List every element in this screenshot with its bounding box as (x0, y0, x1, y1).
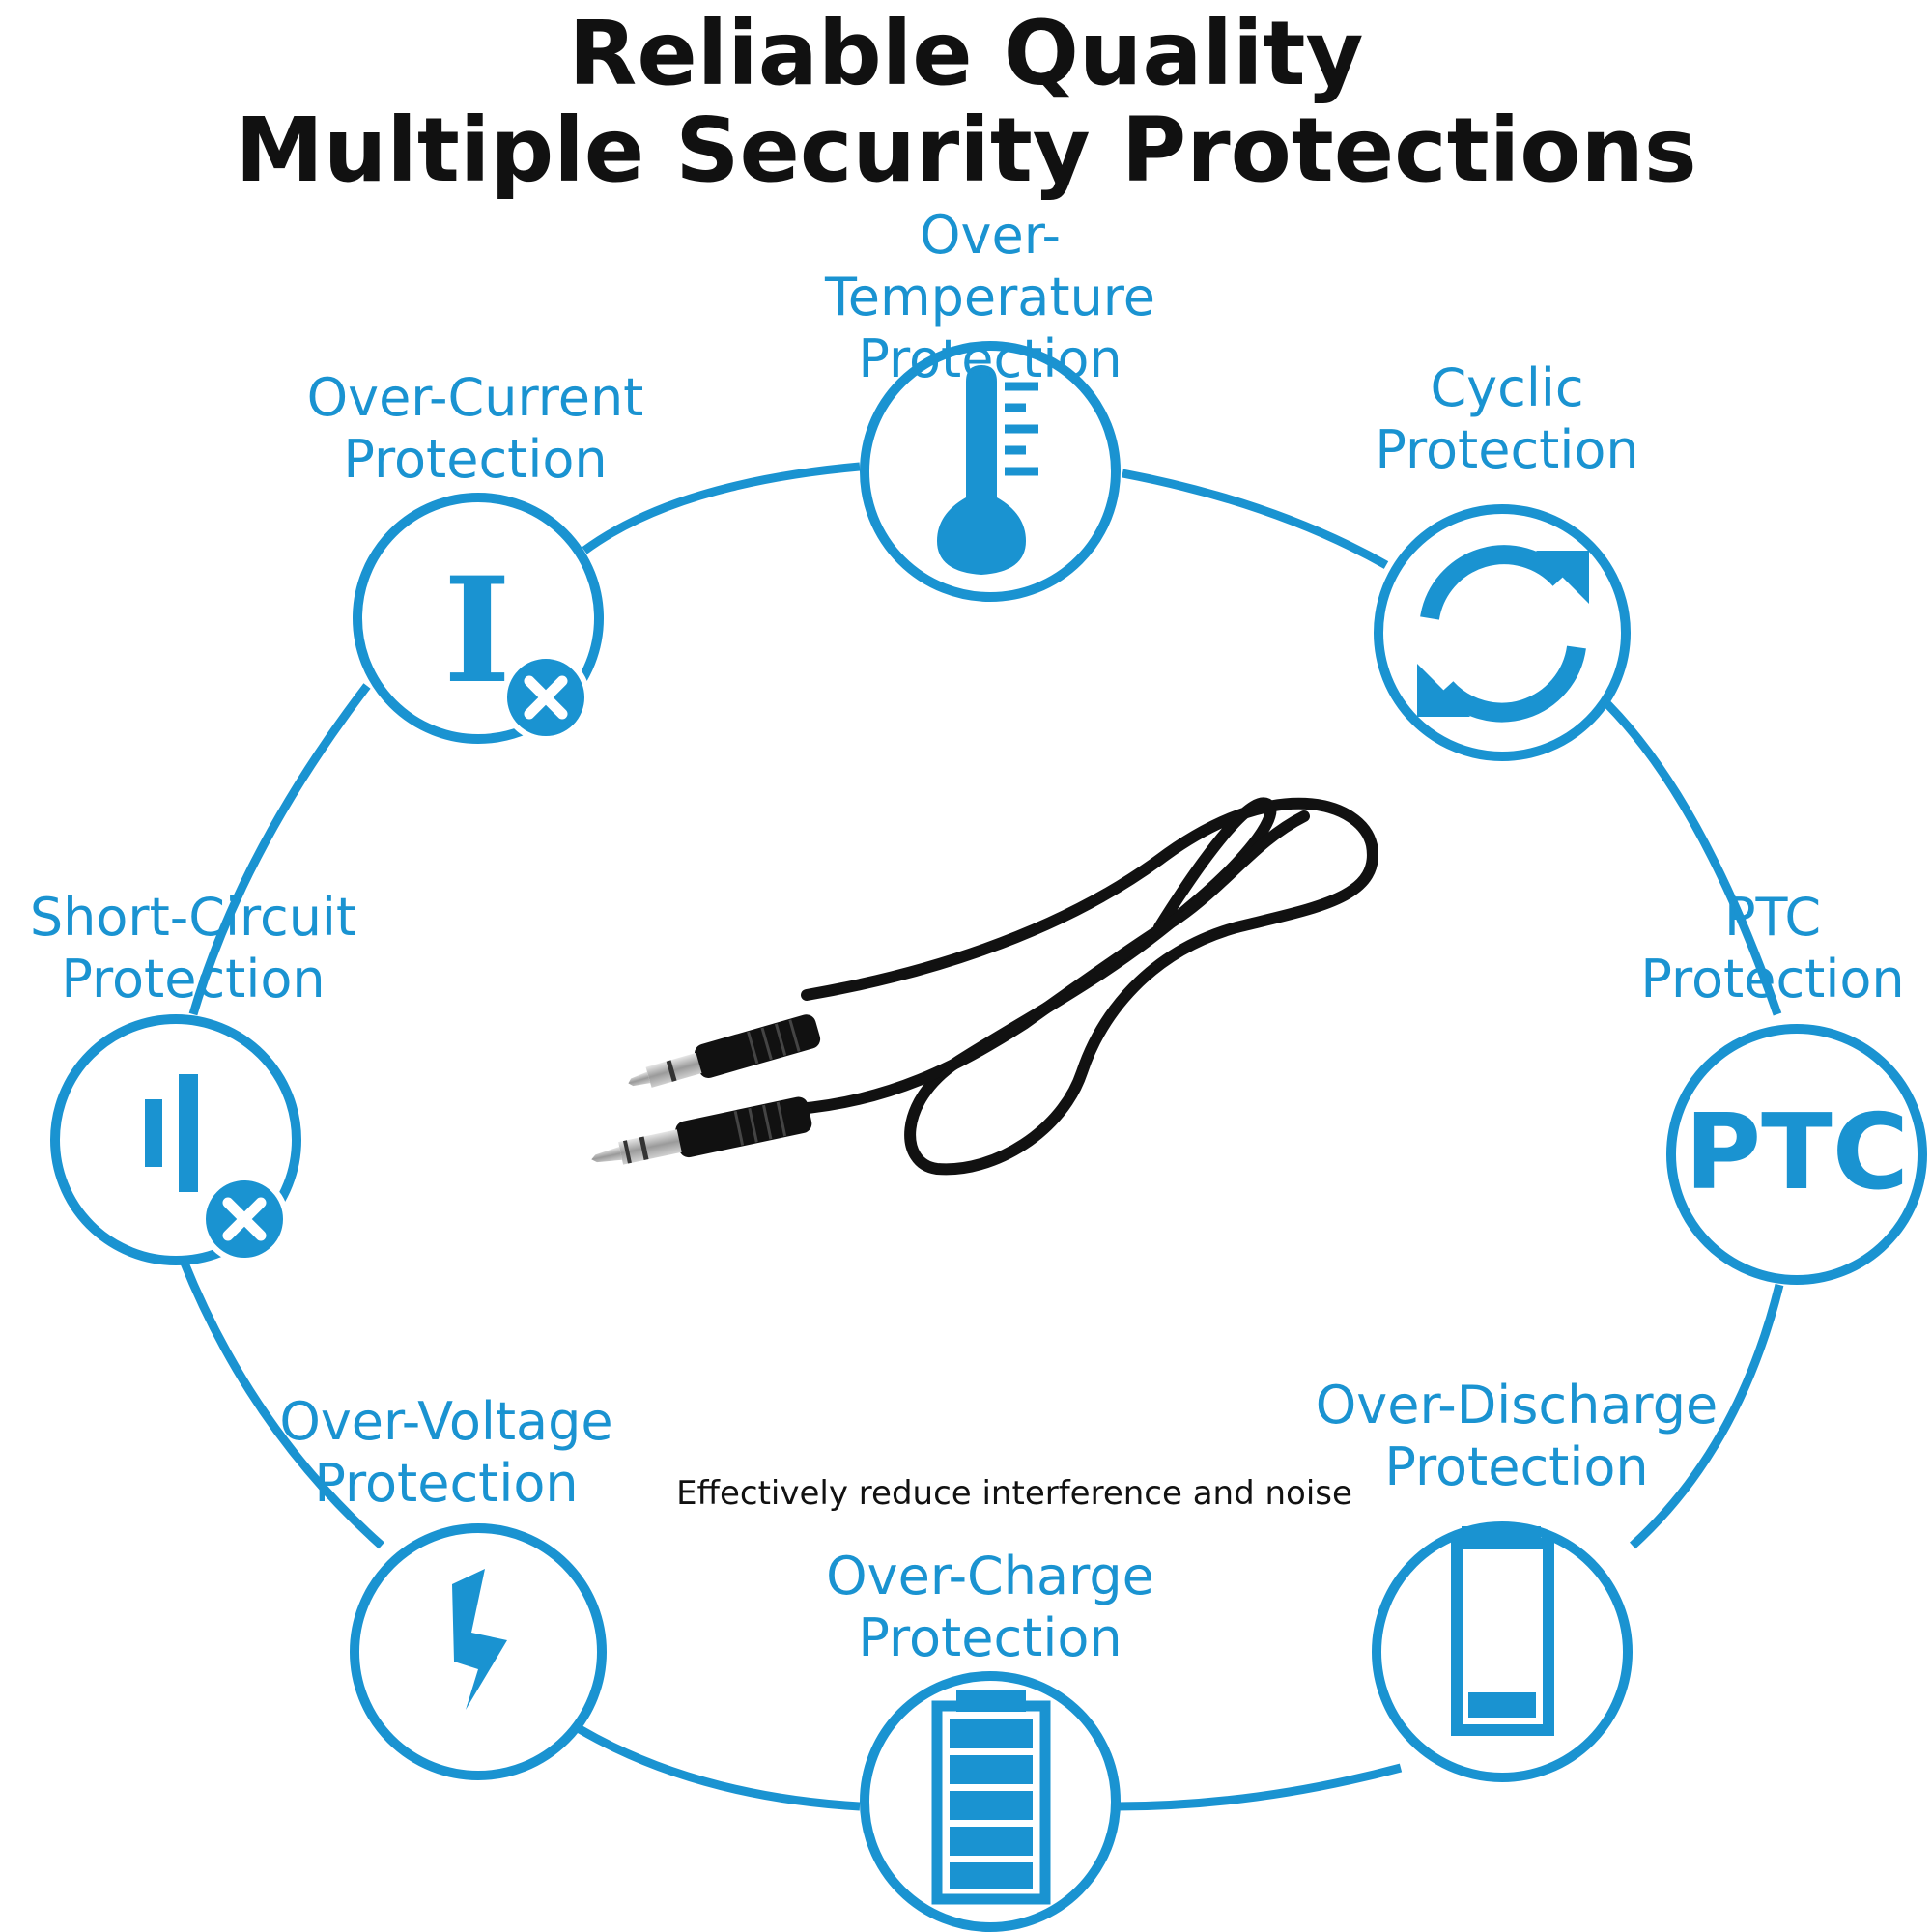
label-over-charge-line2: Protection (858, 1607, 1122, 1668)
label-cyclic-line1: Cyclic (1430, 357, 1584, 418)
lightning-icon (452, 1569, 507, 1710)
title-line-1: Reliable Quality (568, 2, 1364, 105)
label-over-charge-line1: Over-Charge (826, 1546, 1154, 1606)
label-short-circuit-line2: Protection (61, 949, 326, 1009)
label-cyclic-line2: Protection (1375, 419, 1639, 480)
label-over-discharge: Over-Discharge Protection (1294, 1375, 1739, 1498)
label-over-temperature-line1: Over-Temperature (824, 205, 1156, 327)
label-over-voltage-line2: Protection (314, 1453, 579, 1514)
label-over-discharge-line2: Protection (1384, 1436, 1649, 1497)
caption: Effectively reduce interference and nois… (676, 1474, 1352, 1513)
label-over-discharge-line1: Over-Discharge (1315, 1375, 1719, 1435)
cycle-arrows-icon (1420, 545, 1586, 723)
label-over-current: Over-Current Protection (253, 367, 697, 491)
label-over-voltage: Over-Voltage Protection (224, 1391, 668, 1515)
label-short-circuit: Short-Circuit Protection (0, 887, 386, 1010)
cycle-arrowhead-top (1536, 551, 1589, 604)
audio-cable-image (591, 797, 1378, 1176)
label-short-circuit-line1: Short-Circuit (29, 887, 357, 948)
short-circuit-icon (145, 1074, 289, 1264)
label-ptc: PTC Protection (1550, 887, 1932, 1010)
label-ptc-line2: Protection (1640, 949, 1905, 1009)
over-discharge-circle (1372, 1521, 1633, 1782)
label-over-current-line1: Over-Current (306, 367, 644, 428)
low-battery-icon (1451, 1526, 1554, 1736)
label-over-charge: Over-Charge Protection (768, 1546, 1212, 1669)
cycle-arrowhead-bottom (1417, 664, 1470, 717)
current-icon: I (443, 546, 590, 742)
title-line-2: Multiple Security Protections (235, 99, 1697, 202)
label-cyclic: Cyclic Protection (1285, 357, 1729, 481)
thermometer-icon (937, 365, 1038, 575)
label-over-temperature: Over-Temperature Protection (768, 205, 1212, 390)
svg-text:I: I (443, 546, 511, 716)
ptc-icon: PTC (1685, 1093, 1909, 1213)
connector-ring (179, 462, 1784, 1811)
full-battery-icon (931, 1690, 1051, 1905)
label-ptc-line1: PTC (1723, 887, 1822, 948)
label-over-temperature-line2: Protection (858, 328, 1122, 389)
label-over-current-line2: Protection (343, 429, 608, 490)
ptc-circle (1666, 1024, 1927, 1285)
label-over-voltage-line1: Over-Voltage (279, 1391, 613, 1452)
